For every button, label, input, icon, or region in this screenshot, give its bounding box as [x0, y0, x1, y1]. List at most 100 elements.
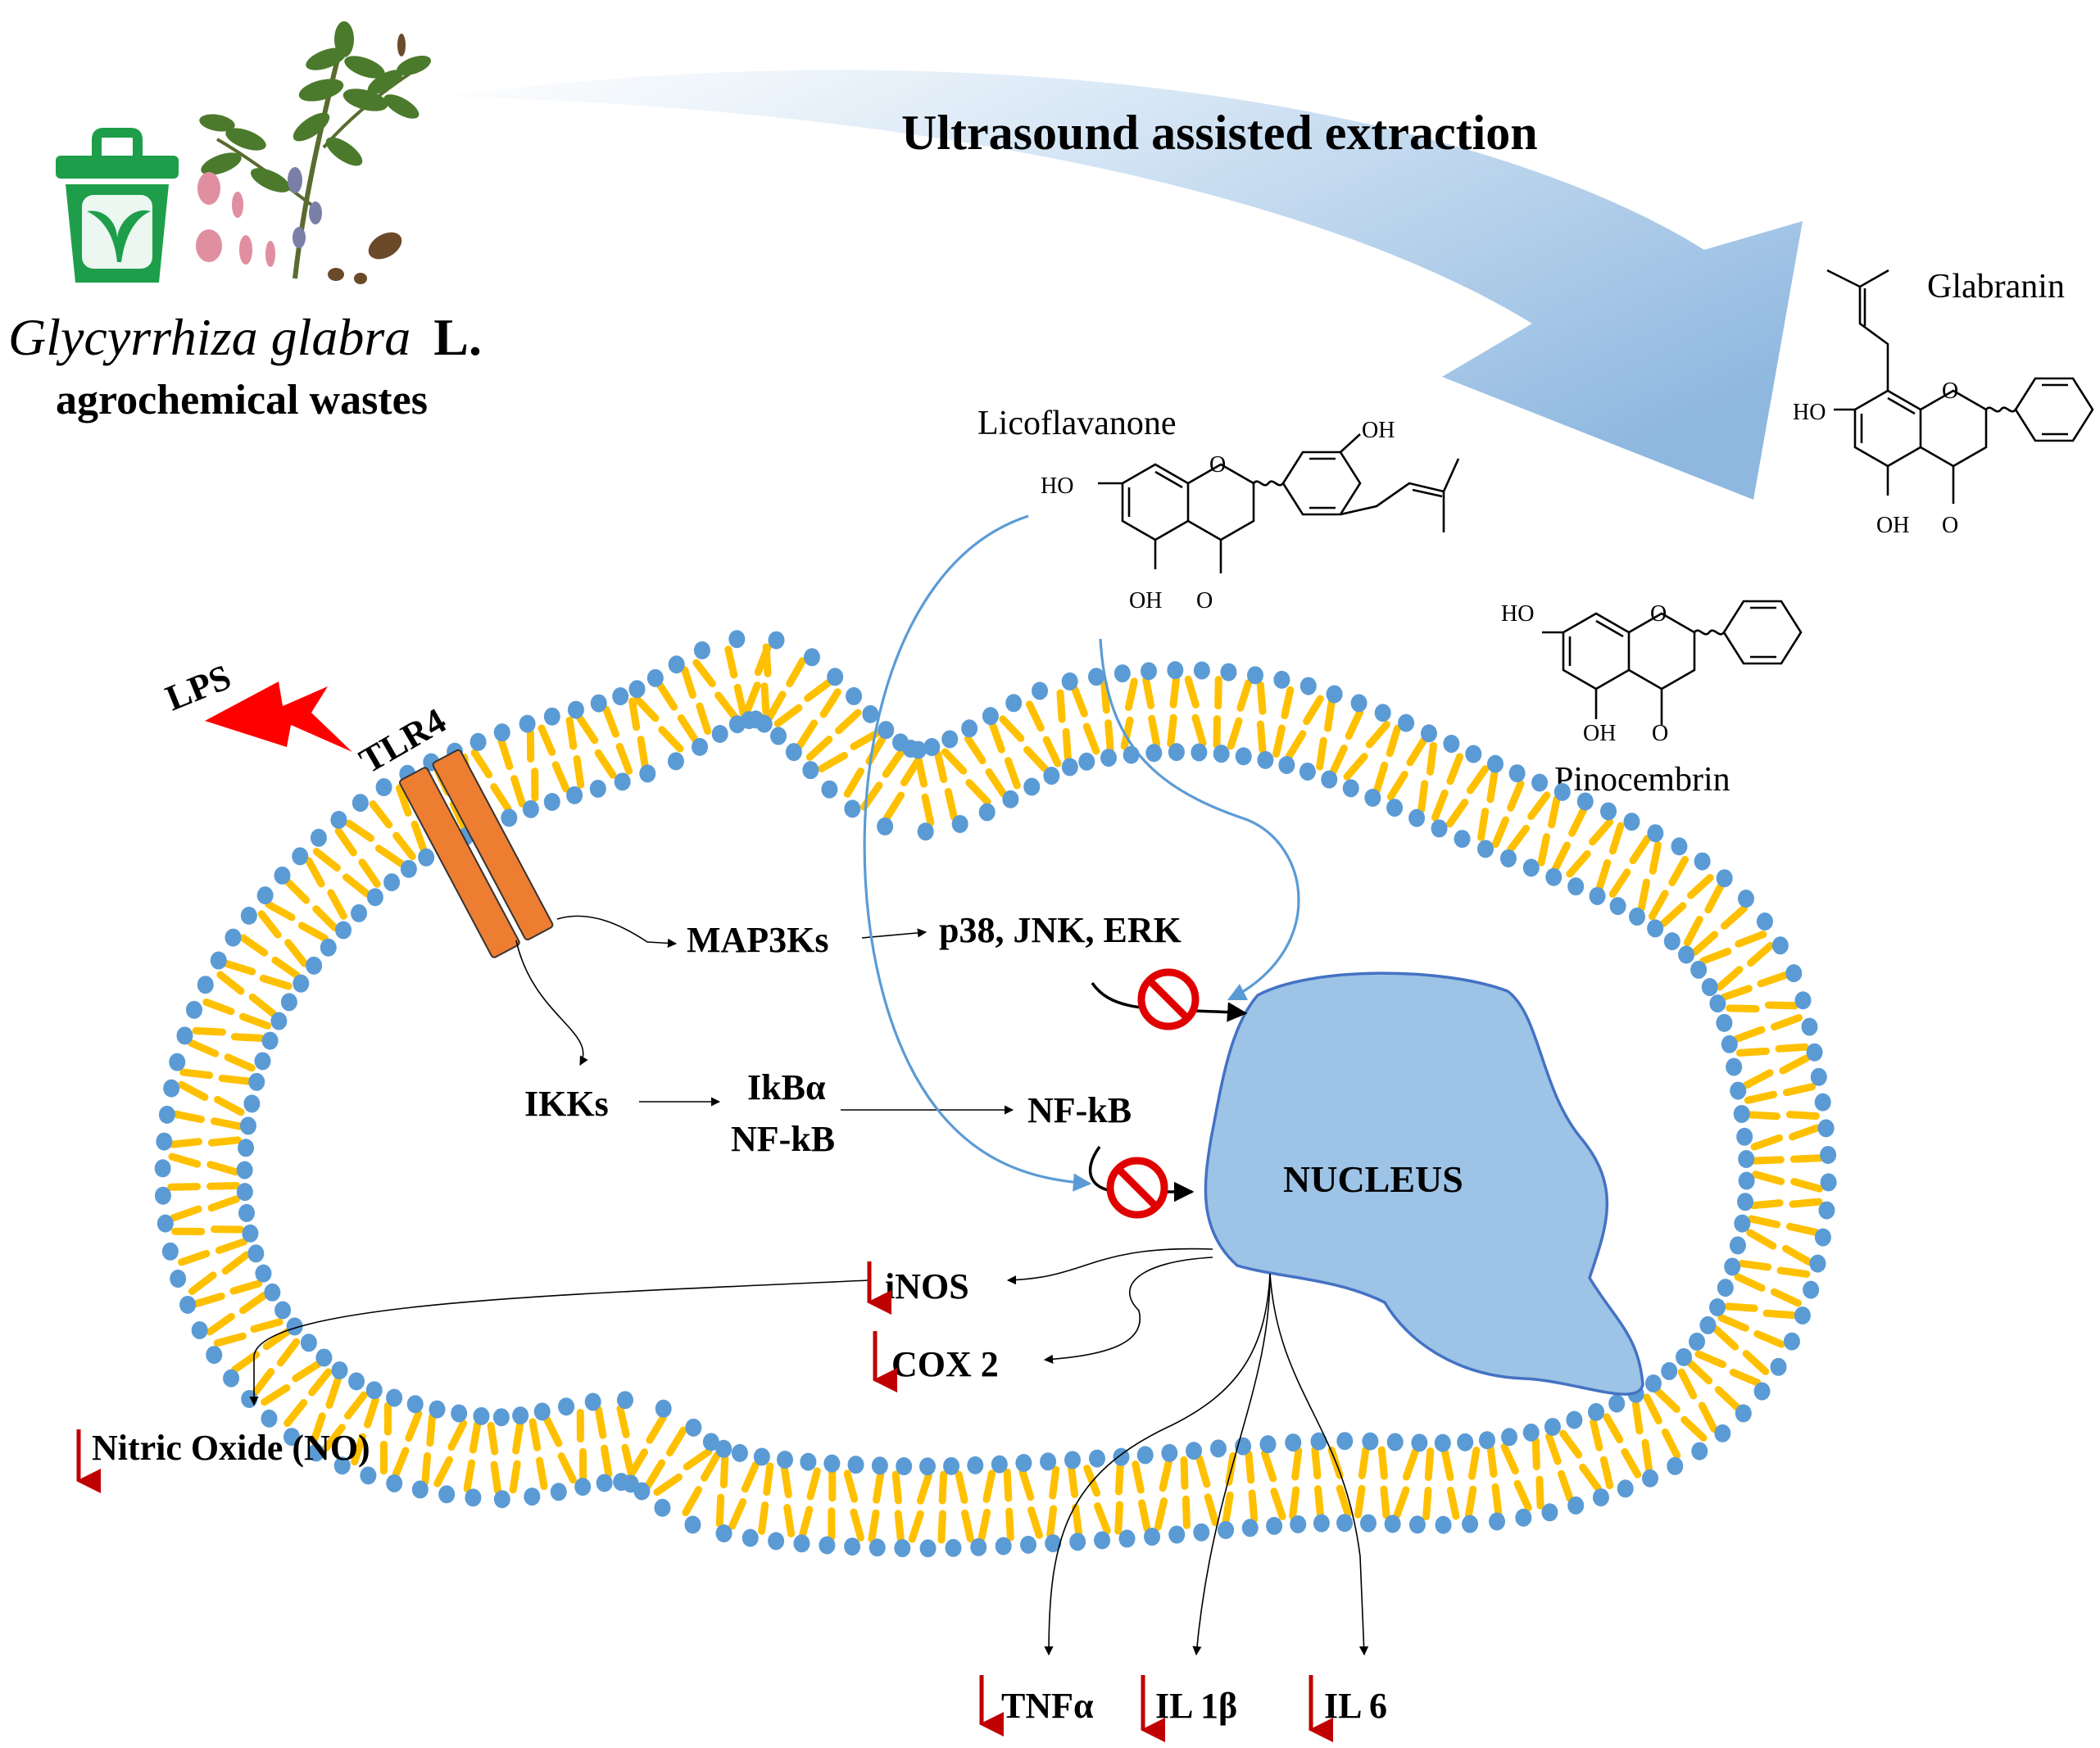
lipid-head [1384, 1515, 1401, 1533]
lipid-tail [1790, 1178, 1824, 1193]
lipid-head [1313, 1514, 1330, 1533]
svg-text:O: O [1942, 378, 1958, 404]
lipid-tail [1004, 757, 1021, 790]
lipid-head [1321, 770, 1338, 789]
lipid-head [247, 1244, 265, 1263]
lipid-head [1278, 756, 1295, 775]
lipid-tail [1426, 741, 1437, 776]
lipid-tail [1735, 931, 1767, 948]
lipid-tail [1631, 1401, 1644, 1435]
lipid-head [755, 714, 773, 733]
lipid-head [639, 764, 656, 783]
lipid-head [793, 1534, 810, 1553]
lipid-head [383, 873, 401, 892]
lipid-head [1069, 1533, 1086, 1551]
lipid-tail [1260, 1449, 1277, 1483]
lps-label: LPS [160, 657, 236, 719]
lipid-head [776, 1450, 793, 1469]
lipid-head [248, 1072, 265, 1091]
lipid-head [821, 780, 838, 799]
lipid-head [197, 976, 214, 994]
lipid-tail [1154, 1497, 1168, 1531]
lipid-head [1721, 1035, 1738, 1053]
lipid-head [1408, 808, 1426, 827]
lipid-tail [1446, 753, 1464, 786]
tnf-label: TNFα [1001, 1686, 1094, 1726]
lipid-tail [683, 1447, 713, 1471]
lipid-head [243, 1094, 261, 1113]
lipid-head [1462, 1515, 1479, 1533]
lipid-head [1515, 1508, 1532, 1527]
lipid-head [1771, 936, 1789, 955]
lipid-tail [1406, 736, 1428, 767]
lipid-tail [1716, 966, 1744, 991]
lightning-bolt-icon [205, 682, 352, 752]
lipid-head [1408, 1515, 1426, 1534]
lipid-tail [230, 1033, 265, 1042]
lipid-head [1285, 1433, 1302, 1452]
lipid-head [238, 1139, 255, 1157]
lipid-head [1386, 799, 1404, 817]
lipid-head [823, 1454, 841, 1473]
lipid-tail [312, 905, 338, 931]
lipid-tail [308, 1368, 333, 1397]
species-author: L. [433, 308, 482, 366]
lipid-tail [1486, 1444, 1498, 1479]
lipid-head [300, 1334, 317, 1352]
lipid-head [1299, 677, 1317, 695]
lipid-tail [602, 705, 619, 738]
lipid-tail [796, 719, 818, 749]
lipid-head [366, 888, 383, 907]
lipid-head [819, 1536, 836, 1555]
lipid-head [1362, 1432, 1379, 1451]
lipid-tail [576, 714, 599, 745]
lipid-head [154, 1159, 171, 1178]
lipid-tail [754, 644, 772, 677]
lipid-head [1113, 1447, 1130, 1466]
extraction-arrow [442, 70, 1803, 500]
lipid-tail [565, 716, 578, 750]
species-italic: Glycyrrhiza glabra [8, 308, 410, 366]
lipid-tail [169, 1138, 202, 1148]
lipid-tail [1354, 1484, 1366, 1519]
lipid-tail [1025, 700, 1045, 732]
lipid-head [802, 761, 819, 780]
lipid-tail [835, 709, 862, 735]
lipid-head [163, 1079, 180, 1098]
lipid-tail [297, 922, 329, 942]
lipid-tail [1750, 1134, 1784, 1151]
lipid-head [978, 803, 996, 822]
lipid-tail [941, 748, 968, 775]
lipid-tail [1729, 1368, 1762, 1387]
lipid-tail [1733, 1026, 1766, 1043]
lipid-head [1477, 840, 1494, 858]
lipid-head [1002, 790, 1019, 808]
lipid-tail [1227, 717, 1243, 750]
lipid-tail [1776, 1266, 1811, 1278]
tlr4-receptor [398, 749, 554, 958]
licoflavanone-label: Licoflavanone [977, 405, 1177, 442]
lipid-tail [1272, 724, 1286, 758]
lipid-tail [817, 751, 848, 772]
lipid-head [1336, 1432, 1354, 1451]
no-label: Nitric Oxide (NO) [92, 1428, 370, 1468]
lipid-head [715, 1524, 733, 1542]
lipid-tail [193, 1292, 225, 1308]
lipid-tail [1068, 1465, 1079, 1498]
lipid-tail [1686, 873, 1714, 899]
lipid-tail [206, 1182, 241, 1190]
lipid-tail [633, 695, 660, 722]
lipid-head [223, 1369, 240, 1388]
lipid-head [1123, 745, 1140, 764]
lipid-tail [715, 1493, 725, 1528]
lipid-head [846, 686, 863, 705]
lipid-head [292, 847, 309, 866]
lipid-head [1729, 1236, 1746, 1255]
lipid-head [270, 1012, 288, 1030]
lipid-tail [1724, 1302, 1758, 1312]
lipid-tail [955, 1470, 968, 1504]
lipid-head [1724, 1257, 1741, 1276]
lipid-tail [1005, 1507, 1014, 1542]
lipid-head [1783, 1332, 1800, 1351]
lipid-tail [410, 820, 428, 854]
